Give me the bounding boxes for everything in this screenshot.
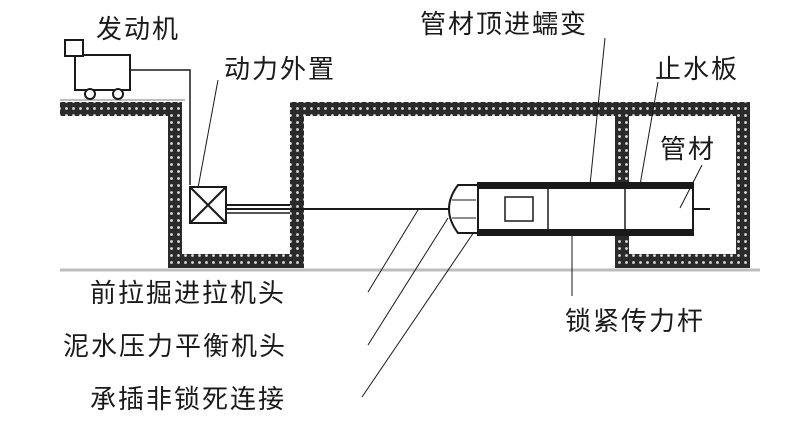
label-water-stop-plate: 止水板 [655, 55, 739, 85]
label-pipe-jacking-creep: 管材顶进蠕变 [420, 10, 588, 40]
label-slurry-balance-head: 泥水压力平衡机头 [63, 332, 287, 362]
power-cable [130, 69, 191, 185]
leader-lines [197, 37, 703, 398]
label-external-power: 动力外置 [224, 55, 336, 85]
surface-slab-left [60, 102, 182, 116]
launch-pit-floor [168, 254, 304, 268]
launch-pit-right-wall [290, 102, 304, 267]
receiving-pit-right-wall [736, 102, 750, 268]
machine-head [448, 184, 479, 234]
launch-pit-left-wall [168, 102, 182, 267]
engine-wheel-right [112, 88, 124, 100]
label-pipe: 管材 [660, 135, 716, 165]
engine-wheel-left [84, 88, 96, 100]
label-front-pull-head: 前拉掘进拉机头 [90, 279, 286, 309]
water-stop-wall [615, 116, 629, 182]
engine-cap [64, 39, 84, 57]
label-socket-unlocked-connection: 承插非锁死连接 [90, 385, 286, 415]
lock-piece [504, 196, 534, 222]
receiving-pit-floor [615, 254, 750, 268]
label-engine: 发动机 [96, 15, 180, 45]
engine-body [74, 54, 131, 91]
surface-slab-right [296, 102, 750, 116]
label-locking-force-rod: 锁紧传力杆 [565, 307, 705, 337]
